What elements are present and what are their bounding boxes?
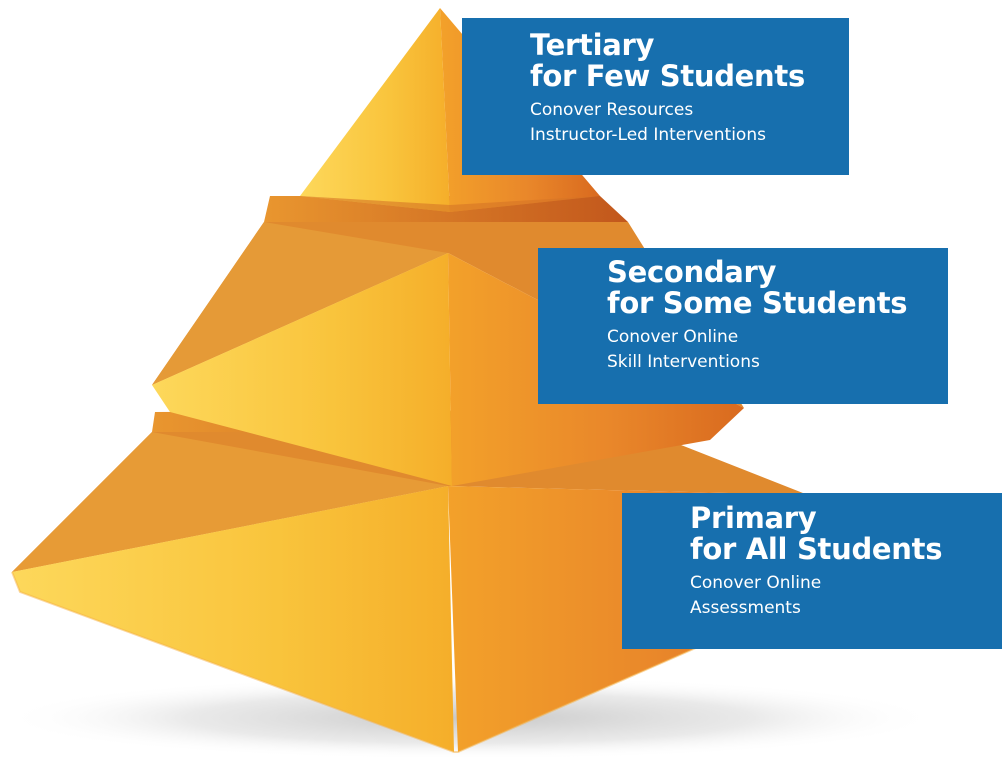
tertiary-label-box: Tertiary for Few Students Conover Resour… [462,18,849,175]
primary-title-line1: Primary [690,501,817,535]
tier-shape-primary [11,410,835,753]
primary-desc-line1: Conover Online [690,573,822,593]
secondary-title-line1: Secondary [607,255,777,289]
primary-title-line2: for All Students [690,532,943,566]
secondary-label-box: Secondary for Some Students Conover Onli… [538,248,948,404]
tertiary-desc-line2: Instructor-Led Interventions [530,125,766,145]
primary-desc-line2: Assessments [690,598,801,618]
tertiary-title-line2: for Few Students [530,59,805,93]
secondary-desc-line1: Conover Online [607,327,739,347]
secondary-title-line2: for Some Students [607,286,908,320]
tertiary-title-line1: Tertiary [530,28,655,62]
tertiary-desc-line1: Conover Resources [530,100,694,120]
primary-label-box: Primary for All Students Conover Online … [622,493,1002,649]
secondary-desc-line2: Skill Interventions [607,352,760,372]
